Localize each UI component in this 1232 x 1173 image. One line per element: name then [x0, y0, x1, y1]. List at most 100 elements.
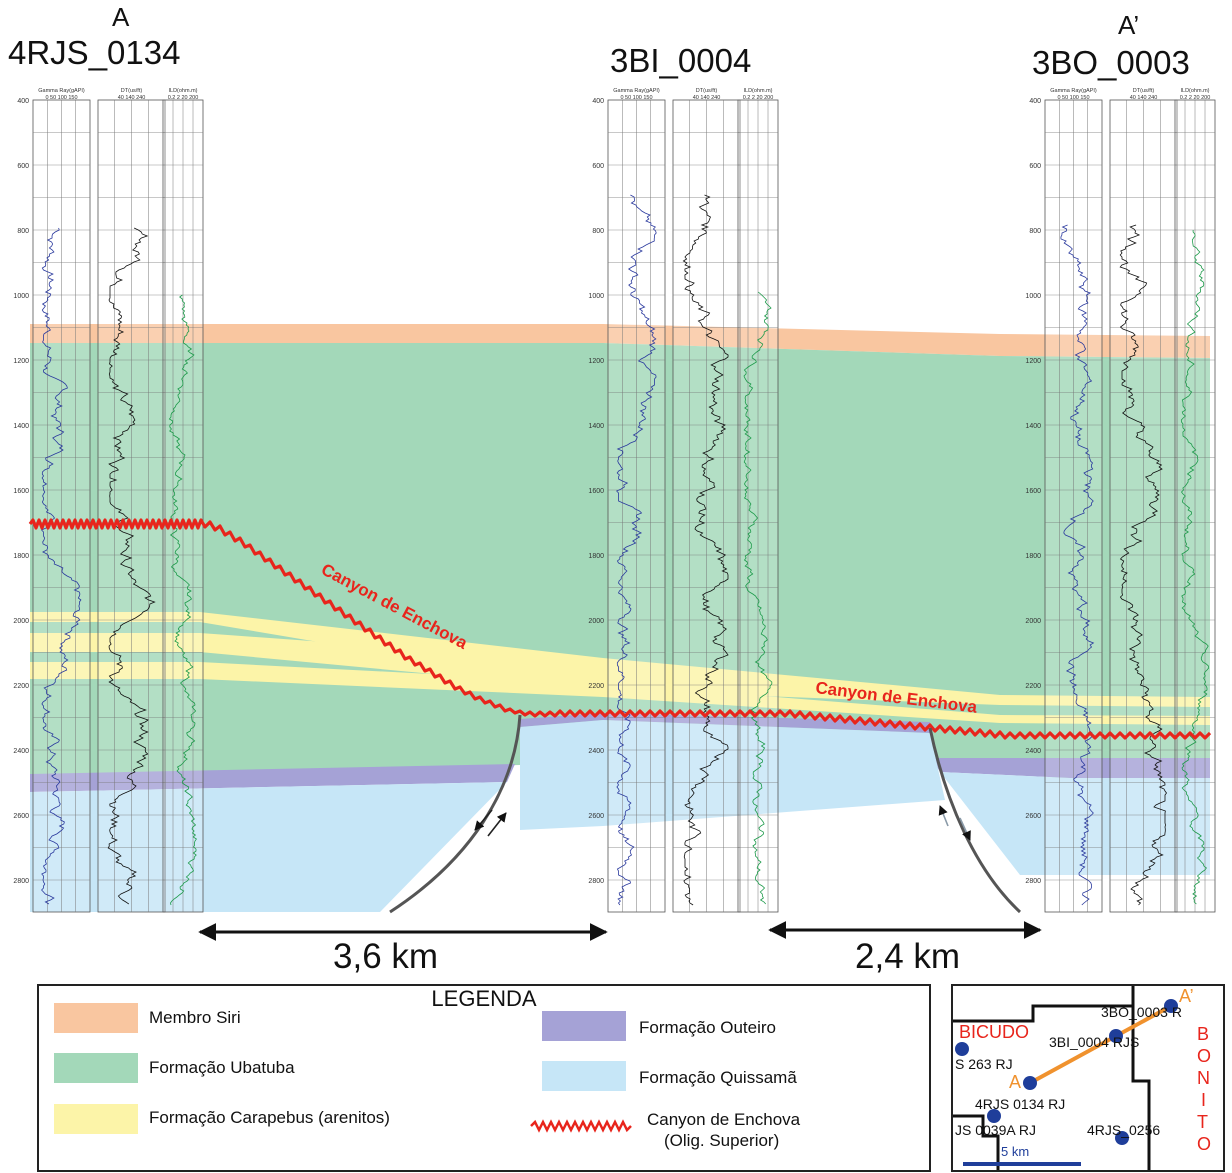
depth-tick-label: 1400	[13, 423, 29, 430]
track-scale: 40 140 240	[693, 95, 721, 101]
depth-tick-label: 1600	[13, 488, 29, 495]
legend-canyon-symbol	[530, 1119, 632, 1133]
map-label-js0039a: JS 0039A RJ	[955, 1122, 1036, 1138]
track-header: ILD(ohm.m)	[1180, 88, 1209, 94]
map-label-bonito-t: T	[1197, 1112, 1208, 1132]
well-logs: 400 600 800 1000 1200 1400 1600 1800 2000 2200 240…	[13, 88, 1216, 913]
well-4rjs-0134: 4006008001000120014001600180020002200240…	[13, 88, 204, 913]
map-label-bonito-i: I	[1201, 1090, 1207, 1110]
map-boundary-1	[953, 986, 1135, 1023]
depth-tick-label: 1600	[1025, 488, 1041, 495]
depth-tick-label: 2000	[13, 618, 29, 625]
well-title-3: 3BO_0003	[1032, 44, 1190, 81]
track-header: DT(us/ft)	[121, 88, 143, 94]
depth-tick-label: 1800	[588, 553, 604, 560]
map-boundary-3	[953, 1114, 1000, 1170]
depth-tick-label: 1800	[1025, 553, 1041, 560]
legend-swatch-outeiro	[542, 1011, 626, 1041]
track-header: DT(us/ft)	[1133, 88, 1155, 94]
log-curve-gamma-ray	[40, 227, 82, 905]
depth-tick-label: 1000	[588, 293, 604, 300]
faults	[389, 714, 1022, 914]
depth-tick-label: 400	[1029, 98, 1041, 105]
log-curve-resistivity-ild	[168, 294, 197, 906]
cross-section-diagram: 400 600 800 1000 1200 1400 1600 1800 2000 2200 240…	[13, 88, 1216, 941]
map-well-3bi	[1109, 1029, 1123, 1043]
fault-right-arrow-up	[938, 805, 949, 827]
depth-tick-label: 2600	[13, 813, 29, 820]
depth-tick-label: 2600	[588, 813, 604, 820]
map-label-3bo: 3BO_0003 R	[1101, 1004, 1182, 1020]
depth-tick-label: 1400	[588, 423, 604, 430]
map-label-bonito-o2: O	[1197, 1134, 1212, 1154]
track-scale: 0.2 2 20 200	[743, 95, 774, 101]
depth-tick-label: 2200	[588, 683, 604, 690]
log-curve-gamma-ray	[1060, 224, 1095, 906]
legend-title: LEGENDA	[431, 986, 537, 1011]
depth-tick-label: 2000	[1025, 618, 1041, 625]
map-label-bonito-b: B	[1197, 1024, 1210, 1044]
distance-label-2: 2,4 km	[855, 937, 961, 976]
distance-label-1: 3,6 km	[333, 937, 439, 976]
track-scale: 0 50 100 150	[620, 95, 652, 101]
legend-swatch-ubatuba	[54, 1053, 138, 1083]
depth-tick-label: 1000	[1025, 293, 1041, 300]
legend-label-ubatuba: Formação Ubatuba	[149, 1058, 295, 1077]
depth-tick-label: 2800	[1025, 878, 1041, 885]
track-header: Gamma Ray(gAPI)	[613, 88, 660, 94]
depth-tick-label: 2400	[13, 748, 29, 755]
map-well-4rjs0256	[1115, 1131, 1129, 1145]
formation-layers	[30, 324, 1210, 912]
track-header: ILD(ohm.m)	[168, 88, 197, 94]
depth-tick-label: 400	[592, 98, 604, 105]
depth-tick-label: 2400	[1025, 748, 1041, 755]
fault-left-arrow-down	[474, 809, 493, 831]
depth-tick-label: 600	[592, 163, 604, 170]
section-end-label: A’	[1118, 10, 1140, 40]
map-label-bicudo: BICUDO	[959, 1022, 1030, 1042]
map-well-s263	[955, 1042, 969, 1056]
track-header: Gamma Ray(gAPI)	[1050, 88, 1097, 94]
map-section-line	[1029, 1004, 1172, 1085]
layer-carapebus-3	[30, 662, 1210, 725]
log-curve-sonic-dt	[682, 194, 729, 906]
map-well-4rjs0134	[1023, 1076, 1037, 1090]
log-curve-sonic-dt	[107, 227, 156, 905]
well-title-2: 3BI_0004	[610, 42, 752, 79]
layer-formacao-quissama-left	[30, 782, 507, 912]
track-scale: 0.2 2 20 200	[1180, 95, 1211, 101]
map-boundary-2	[1131, 1006, 1151, 1170]
legend-swatch-siri	[54, 1003, 138, 1033]
location-map: BICUDO 3BO_0003 R 3BI_0004 RJS S 263 RJ …	[951, 984, 1225, 1172]
track-scale: 0.2 2 20 200	[168, 95, 199, 101]
log-curve-sonic-dt	[1119, 224, 1167, 906]
depth-tick-label: 400	[17, 98, 29, 105]
depth-tick-label: 2200	[13, 683, 29, 690]
map-well-3bo	[1164, 999, 1178, 1013]
map-label-3bi: 3BI_0004 RJS	[1049, 1034, 1140, 1050]
legend-label-outeiro: Formação Outeiro	[639, 1018, 776, 1037]
track-scale: 40 140 240	[1130, 95, 1158, 101]
track-header: ILD(ohm.m)	[743, 88, 772, 94]
depth-tick-label: 1200	[13, 358, 29, 365]
map-well-js0039a	[987, 1109, 1001, 1123]
depth-tick-label: 2000	[588, 618, 604, 625]
log-curve-resistivity-ild	[1180, 230, 1210, 905]
map-label-4rjs0134: 4RJS 0134 RJ	[975, 1096, 1066, 1112]
legend-label-quissama: Formação Quissamã	[639, 1068, 797, 1087]
canyon-line	[28, 518, 1212, 740]
depth-tick-label: 1200	[588, 358, 604, 365]
depth-tick-label: 1400	[1025, 423, 1041, 430]
legend: LEGENDA Membro Siri Formação Ubatuba For…	[37, 984, 931, 1172]
depth-tick-label: 800	[592, 228, 604, 235]
depth-tick-label: 1800	[13, 553, 29, 560]
depth-tick-label: 800	[1029, 228, 1041, 235]
depth-tick-label: 800	[17, 228, 29, 235]
depth-tick-label: 1600	[588, 488, 604, 495]
depth-tick-label: 600	[1029, 163, 1041, 170]
track-scale: 0 50 100 150	[45, 95, 77, 101]
layer-formacao-outeiro-right	[932, 758, 1210, 778]
legend-swatch-quissama	[542, 1061, 626, 1091]
legend-label-canyon: Canyon de Enchova	[647, 1110, 801, 1129]
layer-formacao-quissama-center	[520, 720, 945, 830]
